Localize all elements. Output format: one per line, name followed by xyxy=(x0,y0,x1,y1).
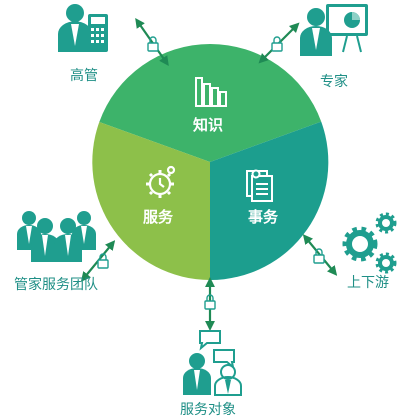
lock-icons xyxy=(97,36,325,310)
lock-icon xyxy=(313,248,325,264)
documents-icon xyxy=(246,169,273,202)
service-segment xyxy=(92,122,210,280)
gears-icon xyxy=(342,212,397,274)
steward-team-label: 管家服务团队 xyxy=(14,277,98,293)
gear-clock-icon xyxy=(146,165,176,198)
knowledge-label: 知识 xyxy=(193,116,224,134)
service-target-label: 服务对象 xyxy=(180,402,236,418)
expert-icon xyxy=(300,4,368,56)
upstream-downstream-label: 上下游 xyxy=(347,275,389,291)
books-icon xyxy=(195,77,227,107)
experts-label: 专家 xyxy=(320,74,348,90)
lock-icon xyxy=(97,253,109,269)
center-pie xyxy=(92,43,329,281)
arrow-executives xyxy=(135,17,169,67)
lock-icon xyxy=(147,36,159,52)
executive-icon xyxy=(58,4,108,52)
lock-icon xyxy=(271,36,283,52)
service-target-icon xyxy=(183,330,242,396)
team-icon xyxy=(17,211,96,262)
lock-icon xyxy=(204,294,216,310)
executives-label: 高管 xyxy=(70,68,98,84)
affairs-label: 事务 xyxy=(248,208,279,226)
service-label: 服务 xyxy=(143,208,174,226)
